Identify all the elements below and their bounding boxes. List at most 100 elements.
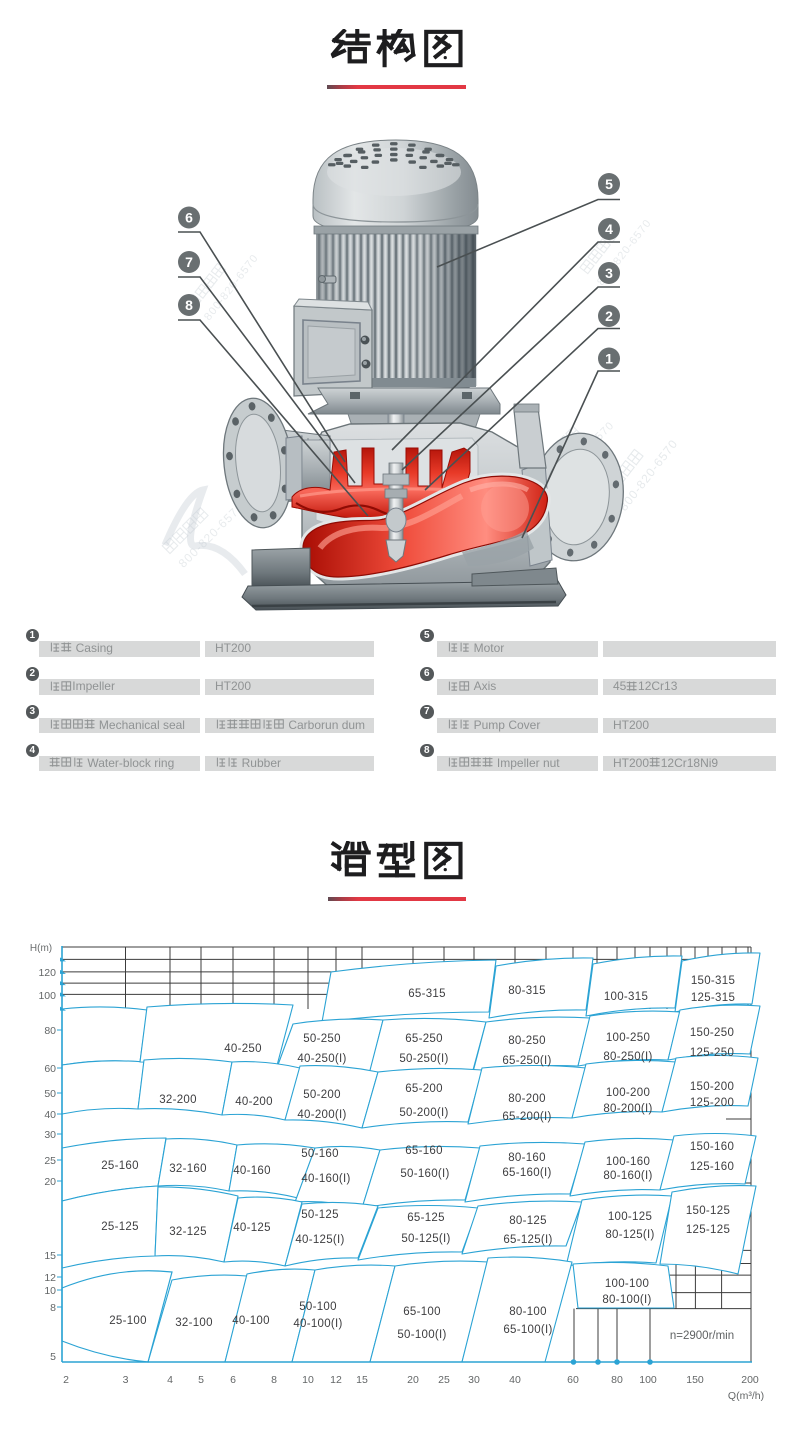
svg-text:65-200(I): 65-200(I) — [502, 1111, 551, 1123]
svg-text:20: 20 — [44, 1176, 56, 1188]
svg-text:5: 5 — [50, 1351, 56, 1363]
svg-text:150-200: 150-200 — [690, 1081, 734, 1093]
svg-text:3: 3 — [605, 265, 613, 281]
svg-text:8: 8 — [271, 1374, 277, 1386]
svg-text:6: 6 — [185, 210, 193, 226]
svg-text:100-315: 100-315 — [604, 991, 648, 1003]
svg-text:8: 8 — [185, 297, 193, 313]
svg-text:4: 4 — [167, 1374, 173, 1386]
svg-text:10: 10 — [44, 1285, 56, 1297]
svg-text:150-125: 150-125 — [686, 1205, 730, 1217]
svg-text:80: 80 — [44, 1025, 56, 1037]
svg-text:200: 200 — [741, 1374, 759, 1386]
svg-text:150-250: 150-250 — [690, 1027, 734, 1039]
svg-text:40-125(I): 40-125(I) — [295, 1234, 344, 1246]
svg-text:40-160(I): 40-160(I) — [301, 1173, 350, 1185]
svg-text:80: 80 — [611, 1374, 623, 1386]
svg-text:40-100(I): 40-100(I) — [293, 1318, 342, 1330]
svg-text:25: 25 — [438, 1374, 450, 1386]
svg-text:80-100: 80-100 — [509, 1306, 547, 1318]
svg-text:3: 3 — [123, 1374, 129, 1386]
svg-text:25-125: 25-125 — [101, 1221, 139, 1233]
svg-text:50-160(I): 50-160(I) — [400, 1168, 449, 1180]
svg-text:4: 4 — [605, 221, 613, 237]
svg-text:100-125: 100-125 — [608, 1211, 652, 1223]
svg-text:40-250(I): 40-250(I) — [297, 1053, 346, 1065]
svg-text:120: 120 — [38, 967, 56, 979]
svg-text:5: 5 — [198, 1374, 204, 1386]
svg-text:7: 7 — [185, 254, 193, 270]
svg-text:60: 60 — [567, 1374, 579, 1386]
svg-text:2: 2 — [63, 1374, 69, 1386]
svg-text:40: 40 — [44, 1109, 56, 1121]
svg-text:50-250(I): 50-250(I) — [399, 1053, 448, 1065]
svg-text:25-100: 25-100 — [109, 1315, 147, 1327]
svg-text:40-125: 40-125 — [233, 1222, 271, 1234]
svg-text:40: 40 — [509, 1374, 521, 1386]
svg-text:50-100(I): 50-100(I) — [397, 1329, 446, 1341]
svg-text:80-160(I): 80-160(I) — [603, 1170, 652, 1182]
svg-text:40-200: 40-200 — [235, 1096, 273, 1108]
svg-text:80-200: 80-200 — [508, 1093, 546, 1105]
svg-text:65-100(I): 65-100(I) — [503, 1324, 552, 1336]
svg-text:12: 12 — [330, 1374, 342, 1386]
svg-text:50-200: 50-200 — [303, 1089, 341, 1101]
svg-text:80-250(I): 80-250(I) — [603, 1051, 652, 1063]
svg-text:100-200: 100-200 — [606, 1087, 650, 1099]
svg-text:32-160: 32-160 — [169, 1163, 207, 1175]
svg-text:32-200: 32-200 — [159, 1094, 197, 1106]
svg-text:80-125(I): 80-125(I) — [605, 1229, 654, 1241]
svg-text:100-160: 100-160 — [606, 1156, 650, 1168]
svg-text:40-200(I): 40-200(I) — [297, 1109, 346, 1121]
svg-text:125-160: 125-160 — [690, 1161, 734, 1173]
svg-text:8: 8 — [50, 1302, 56, 1314]
svg-text:100: 100 — [38, 990, 56, 1002]
svg-text:65-250(I): 65-250(I) — [502, 1055, 551, 1067]
svg-text:125-125: 125-125 — [686, 1224, 730, 1236]
svg-text:40-160: 40-160 — [233, 1165, 271, 1177]
svg-text:80-200(I): 80-200(I) — [603, 1103, 652, 1115]
svg-text:H(m): H(m) — [30, 943, 52, 954]
svg-text:65-160: 65-160 — [405, 1145, 443, 1157]
svg-text:60: 60 — [44, 1063, 56, 1075]
svg-text:30: 30 — [44, 1129, 56, 1141]
svg-text:125-200: 125-200 — [690, 1097, 734, 1109]
svg-text:50-160: 50-160 — [301, 1148, 339, 1160]
svg-text:50-125(I): 50-125(I) — [401, 1233, 450, 1245]
svg-text:65-315: 65-315 — [408, 988, 446, 1000]
svg-text:150: 150 — [686, 1374, 704, 1386]
svg-text:150-160: 150-160 — [690, 1141, 734, 1153]
svg-text:100-250: 100-250 — [606, 1032, 650, 1044]
svg-text:50-100: 50-100 — [299, 1301, 337, 1313]
svg-text:65-160(I): 65-160(I) — [502, 1167, 551, 1179]
svg-text:n=2900r/min: n=2900r/min — [670, 1330, 734, 1342]
svg-text:50-125: 50-125 — [301, 1209, 339, 1221]
svg-text:50: 50 — [44, 1088, 56, 1100]
svg-text:80-250: 80-250 — [508, 1035, 546, 1047]
svg-text:125-315: 125-315 — [691, 992, 735, 1004]
svg-text:20: 20 — [407, 1374, 419, 1386]
svg-text:5: 5 — [605, 176, 613, 192]
svg-text:30: 30 — [468, 1374, 480, 1386]
svg-text:100-100: 100-100 — [605, 1278, 649, 1290]
svg-text:1: 1 — [605, 351, 613, 367]
svg-text:150-315: 150-315 — [691, 975, 735, 987]
svg-text:125-250: 125-250 — [690, 1047, 734, 1059]
svg-text:32-100: 32-100 — [175, 1317, 213, 1329]
svg-text:65-200: 65-200 — [405, 1083, 443, 1095]
svg-text:25: 25 — [44, 1155, 56, 1167]
svg-text:65-125(I): 65-125(I) — [503, 1234, 552, 1246]
svg-text:50-200(I): 50-200(I) — [399, 1107, 448, 1119]
svg-text:65-250: 65-250 — [405, 1033, 443, 1045]
svg-text:100: 100 — [639, 1374, 657, 1386]
svg-text:Q(m³/h): Q(m³/h) — [728, 1390, 764, 1402]
svg-text:2: 2 — [605, 308, 613, 324]
svg-text:6: 6 — [230, 1374, 236, 1386]
svg-text:65-125: 65-125 — [407, 1212, 445, 1224]
svg-text:40-100: 40-100 — [232, 1315, 270, 1327]
svg-text:80-160: 80-160 — [508, 1152, 546, 1164]
svg-text:15: 15 — [44, 1250, 56, 1262]
svg-text:80-315: 80-315 — [508, 985, 546, 997]
svg-text:32-125: 32-125 — [169, 1226, 207, 1238]
svg-text:40-250: 40-250 — [224, 1043, 262, 1055]
